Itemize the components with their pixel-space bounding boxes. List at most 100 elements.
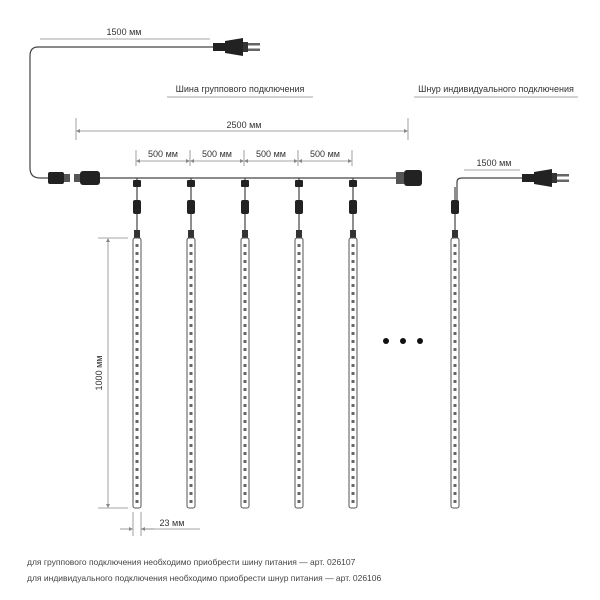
led-dot bbox=[351, 340, 355, 343]
led-dot bbox=[297, 284, 301, 287]
led-tube bbox=[240, 178, 250, 509]
led-dot bbox=[297, 420, 301, 423]
led-dot bbox=[351, 332, 355, 335]
led-dot bbox=[243, 396, 247, 399]
led-dot bbox=[189, 476, 193, 479]
led-dot bbox=[135, 500, 139, 503]
led-dot bbox=[189, 284, 193, 287]
led-dot bbox=[189, 292, 193, 295]
led-dot bbox=[453, 492, 457, 495]
tube-width-label: 23 мм bbox=[160, 518, 185, 528]
led-dot bbox=[351, 404, 355, 407]
led-dot bbox=[297, 460, 301, 463]
led-tube bbox=[132, 178, 142, 509]
led-dot bbox=[243, 452, 247, 455]
led-dot bbox=[453, 308, 457, 311]
led-dot bbox=[297, 388, 301, 391]
led-dot bbox=[297, 252, 301, 255]
led-dot bbox=[453, 468, 457, 471]
dim-total: 2500 мм bbox=[75, 118, 409, 140]
led-dot bbox=[135, 484, 139, 487]
led-dot bbox=[189, 380, 193, 383]
led-dot bbox=[135, 364, 139, 367]
tube-length-label: 1000 мм bbox=[94, 356, 104, 391]
led-dot bbox=[243, 340, 247, 343]
led-dot bbox=[453, 348, 457, 351]
led-dot bbox=[297, 372, 301, 375]
led-dot bbox=[189, 348, 193, 351]
led-dot bbox=[135, 396, 139, 399]
dim-single-cable: 1500 мм bbox=[464, 158, 520, 171]
led-dot bbox=[297, 436, 301, 439]
led-dot bbox=[189, 364, 193, 367]
led-dot bbox=[243, 308, 247, 311]
led-dot bbox=[453, 340, 457, 343]
plug-icon bbox=[213, 38, 260, 56]
led-dot bbox=[243, 364, 247, 367]
tube-connector-icon bbox=[187, 200, 195, 214]
led-dot bbox=[297, 492, 301, 495]
led-dot bbox=[135, 316, 139, 319]
led-dot bbox=[453, 380, 457, 383]
led-dot bbox=[135, 412, 139, 415]
led-dot bbox=[453, 444, 457, 447]
led-dot bbox=[297, 444, 301, 447]
led-dot bbox=[243, 268, 247, 271]
tee-connector-icon bbox=[295, 180, 303, 187]
led-dot bbox=[135, 460, 139, 463]
bus-title-label: Шина группового подключения bbox=[176, 84, 305, 94]
led-dot bbox=[135, 300, 139, 303]
led-dot bbox=[189, 468, 193, 471]
led-dot bbox=[453, 364, 457, 367]
led-dot bbox=[243, 276, 247, 279]
led-dot bbox=[297, 332, 301, 335]
led-dot bbox=[243, 300, 247, 303]
led-dot bbox=[189, 428, 193, 431]
led-dot bbox=[135, 284, 139, 287]
led-dot bbox=[135, 468, 139, 471]
led-dot bbox=[297, 380, 301, 383]
led-dot bbox=[351, 348, 355, 351]
led-dot bbox=[351, 436, 355, 439]
led-dot bbox=[189, 252, 193, 255]
tube-cap bbox=[350, 230, 356, 238]
led-tube bbox=[348, 178, 358, 509]
led-dot bbox=[351, 252, 355, 255]
led-dot bbox=[189, 372, 193, 375]
led-dot bbox=[297, 292, 301, 295]
led-dot bbox=[351, 356, 355, 359]
led-tube bbox=[186, 178, 196, 509]
led-dot bbox=[453, 428, 457, 431]
plug-icon bbox=[522, 169, 569, 187]
led-dot bbox=[135, 276, 139, 279]
led-dot bbox=[297, 324, 301, 327]
led-dot bbox=[189, 420, 193, 423]
bus-title-group: Шина группового подключения bbox=[167, 84, 313, 98]
led-dot bbox=[135, 420, 139, 423]
tube-connector-icon bbox=[241, 200, 249, 214]
led-dot bbox=[351, 452, 355, 455]
led-dot bbox=[297, 268, 301, 271]
led-dot bbox=[351, 300, 355, 303]
led-dot bbox=[351, 412, 355, 415]
led-dot bbox=[351, 468, 355, 471]
led-dot bbox=[453, 388, 457, 391]
led-dot bbox=[351, 492, 355, 495]
led-dot bbox=[135, 372, 139, 375]
led-dot bbox=[297, 412, 301, 415]
led-dot bbox=[351, 500, 355, 503]
led-dot bbox=[135, 292, 139, 295]
led-dot bbox=[243, 356, 247, 359]
tee-connector-icon bbox=[133, 180, 141, 187]
led-dot bbox=[453, 324, 457, 327]
led-dot bbox=[243, 436, 247, 439]
led-dot bbox=[297, 364, 301, 367]
led-dot bbox=[243, 468, 247, 471]
led-dot bbox=[243, 444, 247, 447]
led-dot bbox=[453, 244, 457, 247]
dim-tube-length: 1000 мм bbox=[94, 237, 128, 509]
led-dot bbox=[243, 324, 247, 327]
led-dot bbox=[135, 388, 139, 391]
spacing-label-1: 500 мм bbox=[148, 149, 178, 159]
led-dot bbox=[135, 452, 139, 455]
